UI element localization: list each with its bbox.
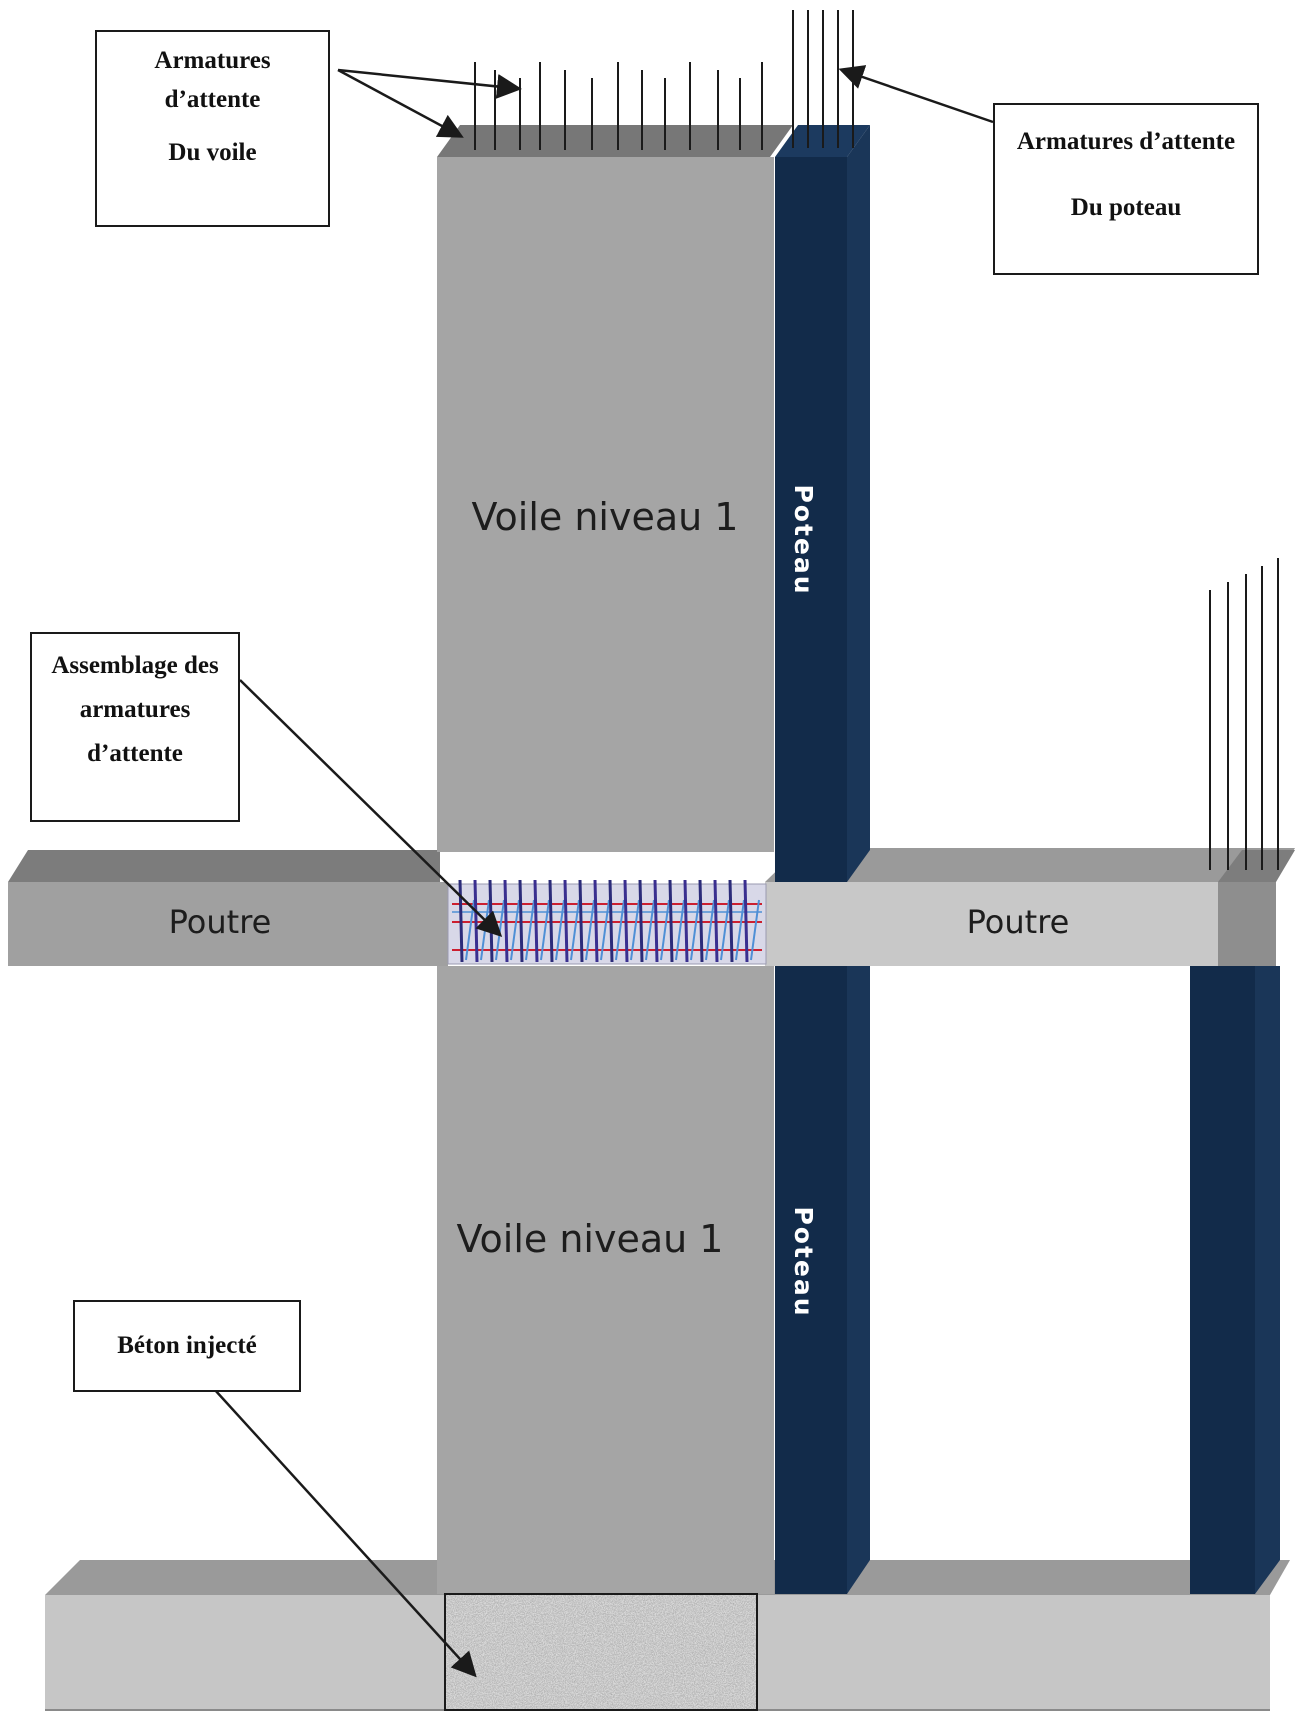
assembly-rebar-light (645, 899, 655, 961)
assembly-rebar-dark (638, 879, 644, 963)
wall-voile (437, 125, 793, 1594)
assembly-rebar-dark (548, 879, 554, 963)
assembly-rebar-light (630, 899, 640, 961)
callout-voile-line-1: Armatures (154, 47, 271, 74)
assembly-rebar-dark (623, 879, 629, 963)
leader-lines (214, 65, 994, 1678)
assembly-rebar-dark (563, 879, 569, 963)
voile-lower-label: Voile niveau 1 (456, 1217, 723, 1261)
assembly-rebar-light (675, 899, 685, 961)
callout-assemblage-line-3: d’attente (87, 739, 183, 767)
assembly-rebar-dark (578, 879, 584, 963)
assembly-rebar-light (720, 899, 730, 961)
assembly-rebar-light (585, 899, 595, 961)
assembly-rebar-dark (728, 879, 734, 963)
callout-poteau-attente: Armatures d’attente Du poteau (993, 103, 1259, 275)
assembly-rebar-dark (458, 879, 464, 963)
right-column-starter-bars (1209, 558, 1279, 870)
poutre-left-label: Poutre (169, 903, 272, 941)
assembly-rebar-light (660, 899, 670, 961)
assembly-rebar-dark (593, 879, 599, 963)
assembly-rebar-dark (503, 879, 509, 963)
assembly-rebar-dark (518, 879, 524, 963)
assembly-rebar-dark (608, 879, 614, 963)
assembly-rebar-dark (668, 879, 674, 963)
poteau-upper-label: Poteau (789, 484, 818, 595)
assembly-rebar-light (705, 899, 715, 961)
assembly-rebar-dark (743, 879, 749, 963)
assembly-rebar-light (525, 899, 535, 961)
assembly-rebar-light (510, 899, 520, 961)
poutre-right-label: Poutre (967, 903, 1070, 941)
assembly-rebar-dark (653, 879, 659, 963)
callout-beton-injecte: Béton injecté (73, 1300, 301, 1392)
assembly-rebar-light (540, 899, 550, 961)
voile-upper-label: Voile niveau 1 (471, 495, 738, 539)
assembly-rebar-dark (698, 879, 704, 963)
poteau-lower-label: Poteau (789, 1206, 818, 1317)
assembly-rebar-light (750, 899, 760, 961)
rebar-assembly-zone (447, 879, 767, 965)
callout-voile-line-2: d’attente (164, 85, 261, 113)
assembly-rebar-dark (488, 879, 494, 963)
callout-assemblage-line-2: armatures (79, 695, 191, 723)
lower-column-poteau (775, 966, 870, 1594)
assembly-rebar-light (465, 899, 475, 961)
assembly-rebar-light (735, 899, 745, 961)
callout-voile-attente: Armatures d’attente Du voile (95, 30, 330, 227)
callout-assemblage-line-1: Assemblage des (51, 652, 219, 679)
right-column (1190, 966, 1280, 1594)
injected-concrete-block (444, 1593, 758, 1711)
assembly-rebar-dark (683, 879, 689, 963)
callout-beton-line-1: Béton injecté (117, 1332, 257, 1359)
assembly-rebar-light (615, 899, 625, 961)
left-beam (8, 850, 448, 966)
callout-assemblage: Assemblage des armatures d’attente (30, 632, 240, 822)
upper-column-poteau (775, 125, 870, 882)
right-beam (765, 848, 1295, 966)
assembly-rebar-light (600, 899, 610, 961)
assembly-rebar-dark (473, 879, 479, 963)
assembly-rebar-dark (533, 879, 539, 963)
assembly-rebar-light (555, 899, 565, 961)
callout-voile-line-3: Du voile (168, 138, 257, 166)
callout-poteau-line-1: Armatures d’attente (1016, 128, 1236, 155)
callout-poteau-line-2: Du poteau (1070, 193, 1182, 221)
assembly-rebar-light (690, 899, 700, 961)
assembly-rebar-dark (713, 879, 719, 963)
assembly-rebar-light (570, 899, 580, 961)
